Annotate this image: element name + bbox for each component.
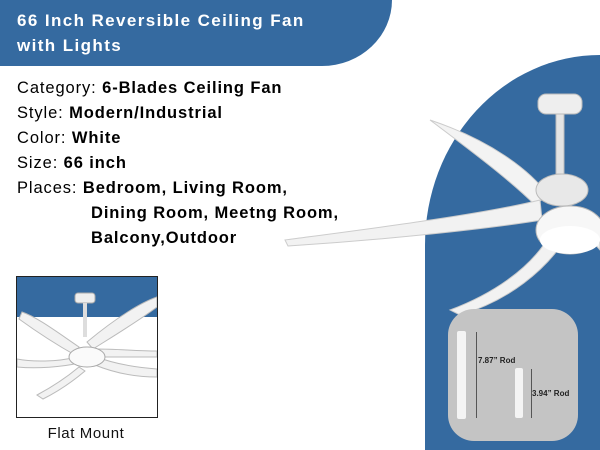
spec-label: Color: (17, 129, 67, 147)
short-rod-label: 3.94” Rod (532, 389, 570, 398)
spec-places-cont: Balcony,Outdoor (17, 226, 339, 251)
title-line-1: 66 Inch Reversible Ceiling Fan (17, 11, 305, 30)
flat-mount-fan-image (17, 292, 157, 400)
spec-label: Style: (17, 104, 64, 122)
spec-value: White (71, 129, 122, 147)
title-line-2: with Lights (17, 36, 123, 55)
spec-value: 6-Blades Ceiling Fan (102, 79, 283, 97)
flat-mount-caption: Flat Mount (47, 425, 125, 442)
downrod-comparison: 7.87” Rod 3.94” Rod (448, 309, 578, 441)
spec-list: Category: 6-Blades Ceiling Fan Style: Mo… (17, 76, 339, 251)
product-title: 66 Inch Reversible Ceiling Fan with Ligh… (17, 8, 305, 58)
spec-value: Bedroom, Living Room, (82, 179, 288, 197)
long-rod-label: 7.87” Rod (478, 356, 516, 365)
ceiling-fan-image (284, 93, 600, 316)
spec-color: Color: White (17, 126, 339, 151)
spec-value: 66 inch (63, 154, 127, 172)
title-banner (0, 0, 392, 66)
spec-label: Places: (17, 179, 78, 197)
spec-value: Dining Room, Meetng Room, (91, 204, 339, 222)
spec-places-cont: Dining Room, Meetng Room, (17, 201, 339, 226)
spec-value: Balcony,Outdoor (91, 229, 238, 247)
spec-style: Style: Modern/Industrial (17, 101, 339, 126)
spec-label: Category: (17, 79, 97, 97)
spec-value: Modern/Industrial (69, 104, 223, 122)
spec-places: Places: Bedroom, Living Room, (17, 176, 339, 201)
spec-label: Size: (17, 154, 59, 172)
long-rod-dimension-line (476, 332, 477, 418)
spec-size: Size: 66 inch (17, 151, 339, 176)
spec-category: Category: 6-Blades Ceiling Fan (17, 76, 339, 101)
short-rod-dimension-line (531, 369, 532, 418)
flat-mount-thumbnail (16, 276, 158, 418)
short-rod-image (515, 368, 523, 418)
long-rod-image (457, 331, 466, 419)
